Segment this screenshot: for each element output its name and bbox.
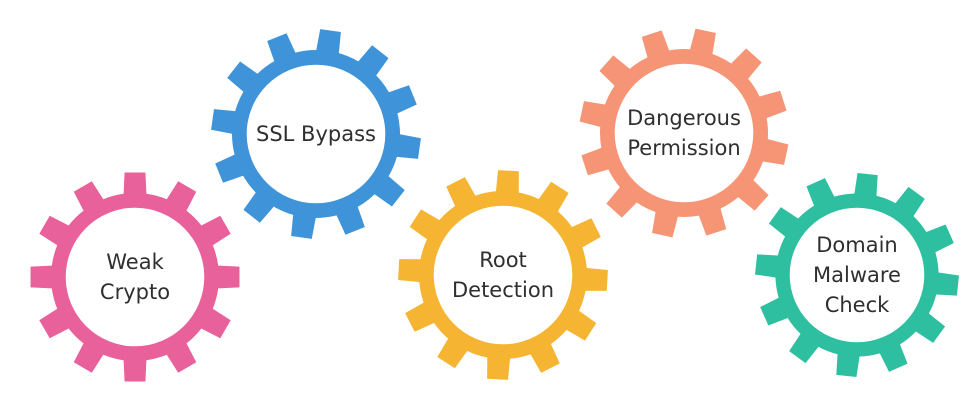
- domain-malware-check-label-line: Check: [825, 293, 890, 317]
- weak-crypto-gear-center: [65, 207, 205, 347]
- weak-crypto-label-line: Weak: [106, 250, 164, 274]
- root-detection-label-line: Root: [479, 248, 527, 272]
- root-detection-label-line: Detection: [452, 278, 554, 302]
- root-detection-gear-center: [433, 205, 573, 345]
- ssl-bypass-gear: SSL Bypass: [211, 29, 421, 239]
- dangerous-permission-label-line: Permission: [627, 136, 740, 160]
- domain-malware-check-gear-center: [789, 207, 925, 343]
- dangerous-permission-label-line: Dangerous: [627, 106, 741, 130]
- domain-malware-check-label-line: Domain: [816, 233, 898, 257]
- ssl-bypass-label-line: SSL Bypass: [256, 122, 376, 146]
- domain-malware-check-label-line: Malware: [813, 263, 901, 287]
- dangerous-permission-gear-center: [614, 63, 754, 203]
- ssl-bypass-gear-center: [246, 64, 386, 204]
- weak-crypto-label-line: Crypto: [100, 280, 170, 304]
